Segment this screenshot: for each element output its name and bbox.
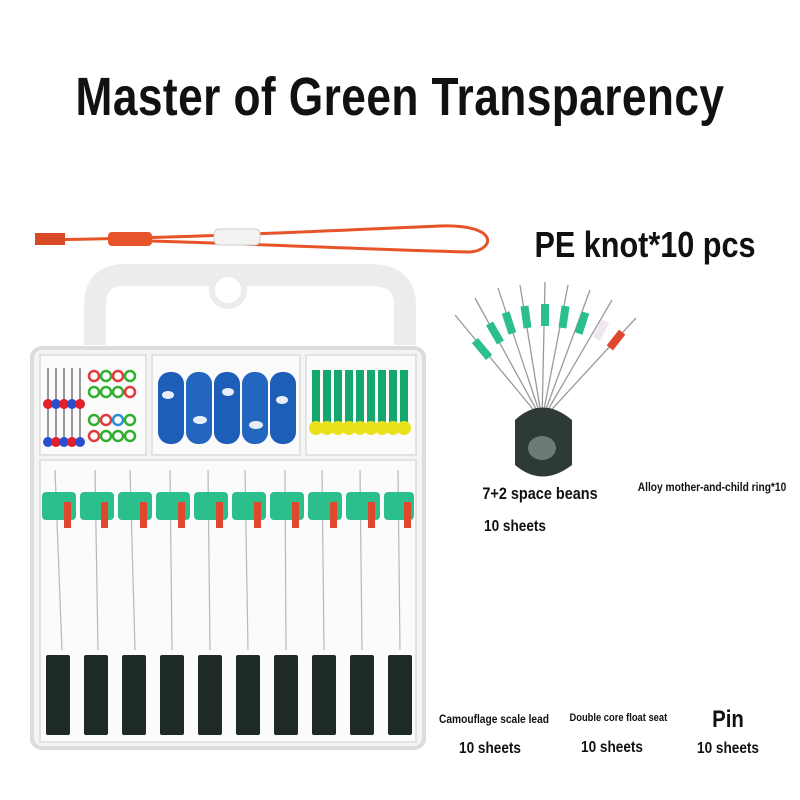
pe-knot-line xyxy=(34,224,489,254)
alloy-ring-label: Alloy mother-and-child ring*10 xyxy=(637,480,787,494)
float-seat-label: Double core float seat xyxy=(569,712,668,724)
space-beans-label: 7+2 space beans xyxy=(482,484,598,503)
page-title: Master of Green Transparency xyxy=(75,67,725,127)
box-float-seats xyxy=(309,370,411,435)
space-beans-qty: 10 sheets xyxy=(484,518,546,535)
camouflage-lead-qty: 10 sheets xyxy=(459,740,521,757)
pin-label: Pin xyxy=(712,706,744,733)
pe-knot-label: PE knot*10 pcs xyxy=(534,224,756,265)
box-bead-rigs xyxy=(42,469,414,735)
box-pins xyxy=(43,368,85,447)
space-beans-product xyxy=(454,281,637,477)
box-camouflage-leads xyxy=(158,372,296,444)
box-swivels xyxy=(87,369,137,443)
float-seat-qty: 10 sheets xyxy=(581,739,643,756)
camouflage-lead-label: Camouflage scale lead xyxy=(439,712,549,726)
tackle-box xyxy=(30,264,426,750)
pin-qty: 10 sheets xyxy=(697,740,759,757)
